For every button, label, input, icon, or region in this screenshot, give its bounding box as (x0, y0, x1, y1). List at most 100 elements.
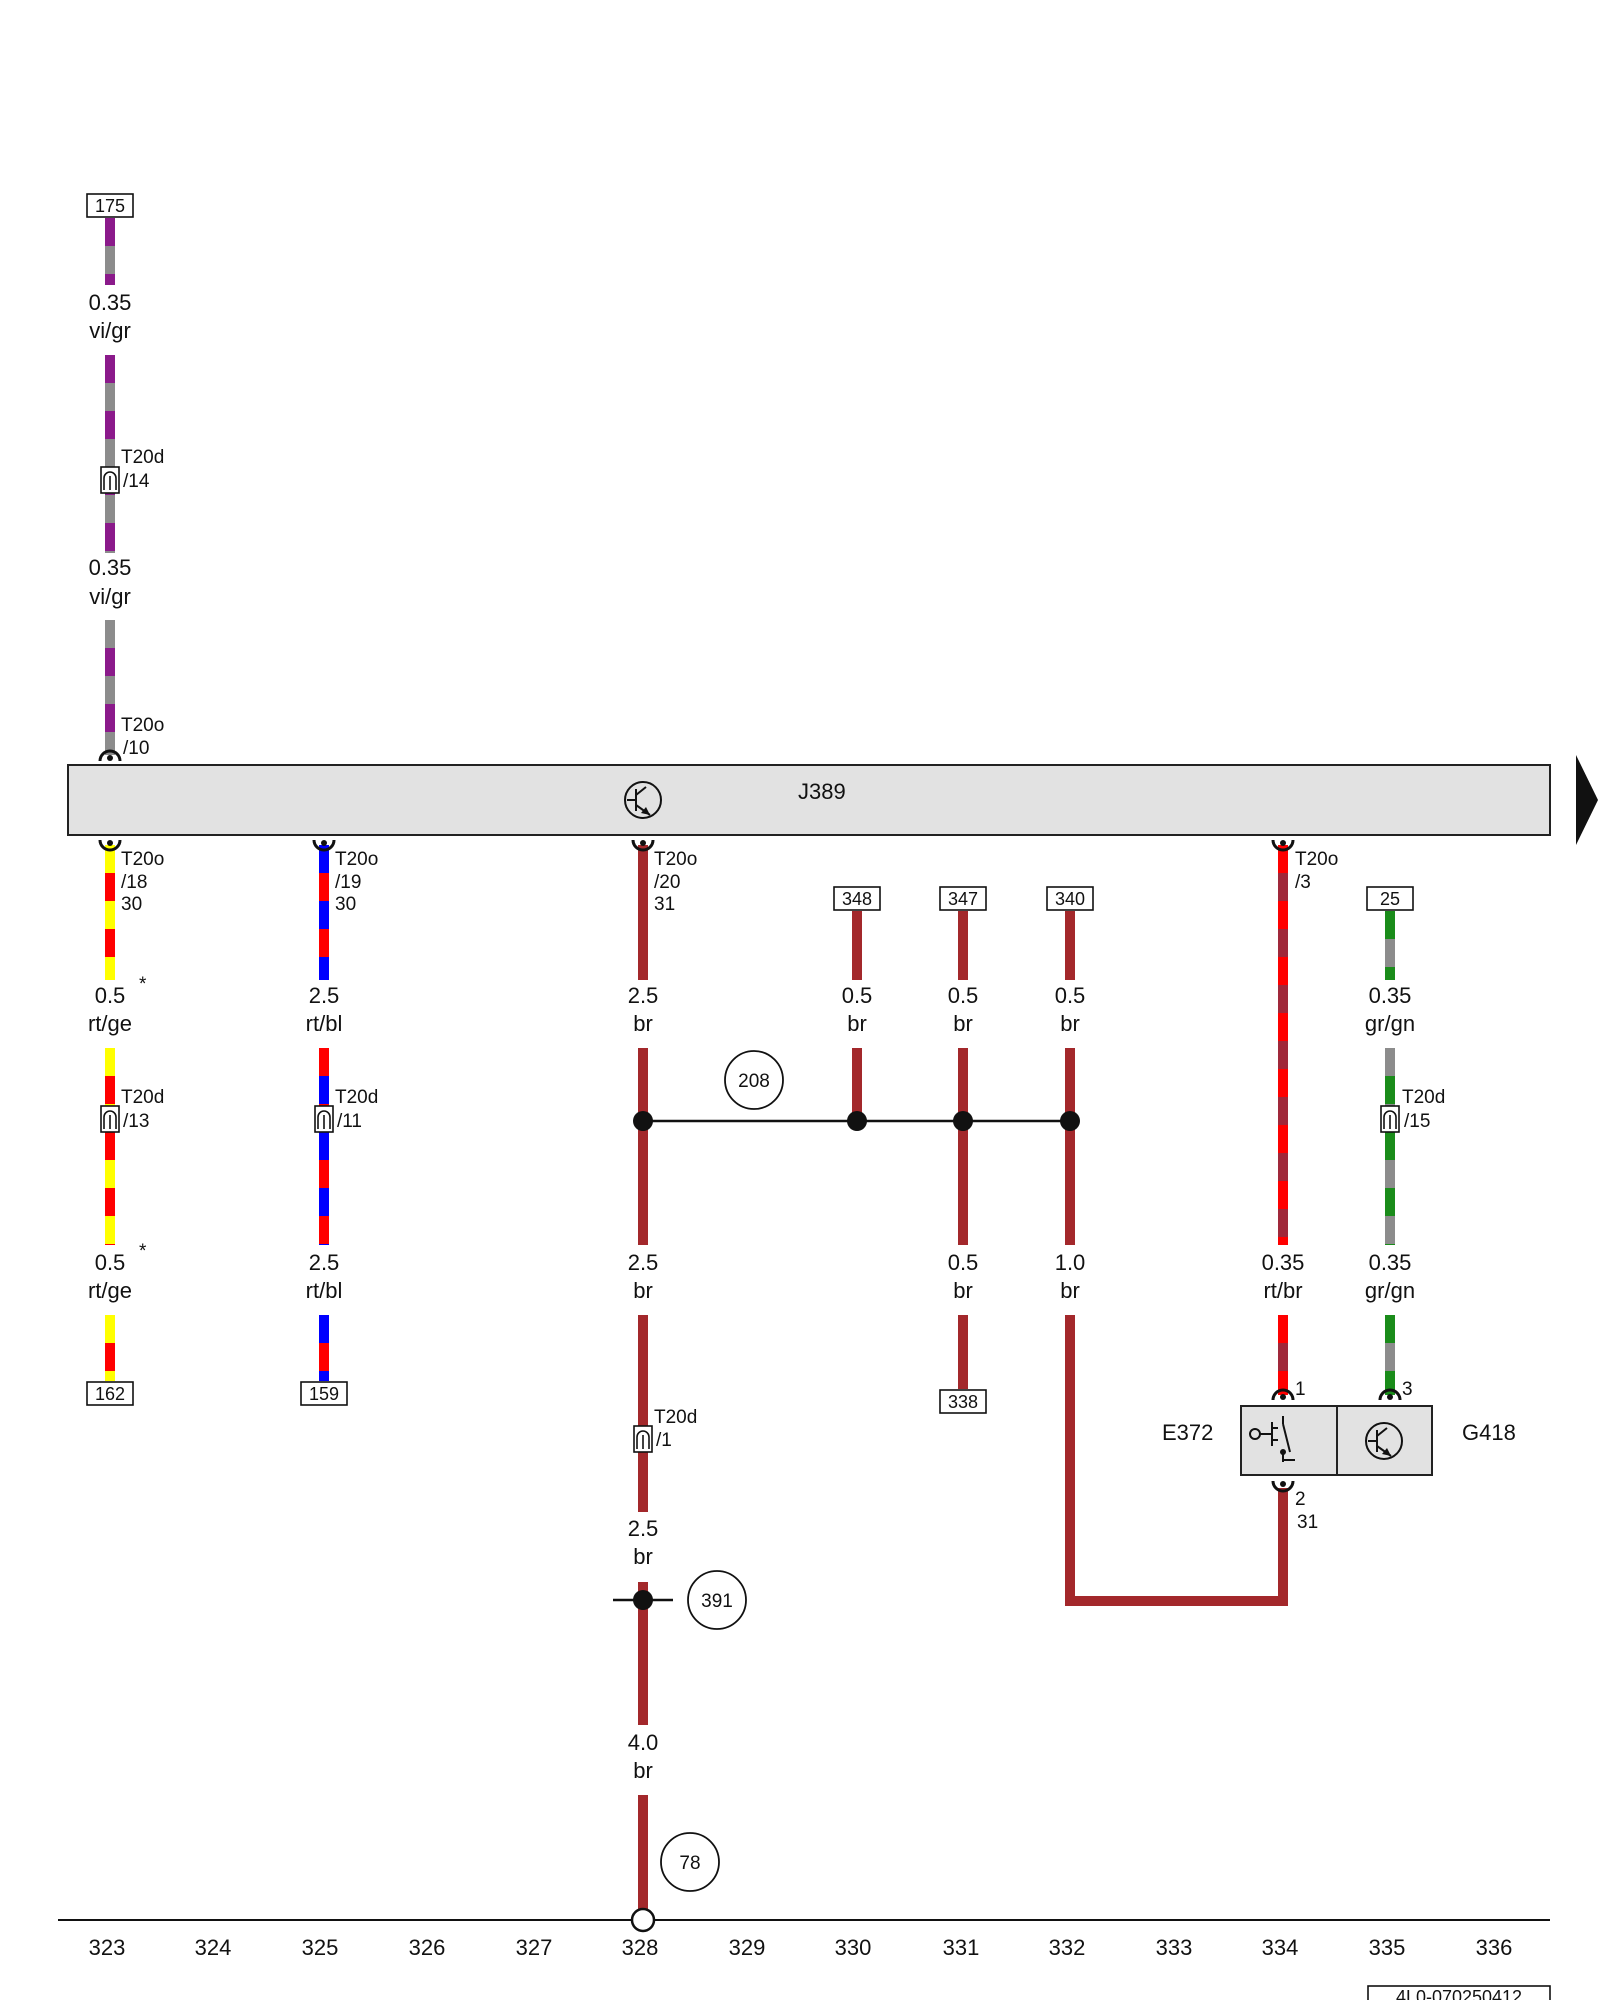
wire-size-label: 0.5 (948, 983, 979, 1008)
wire-size-label: 0.35 (1262, 1250, 1305, 1275)
pin-label: 31 (1297, 1512, 1318, 1533)
wire-color-label: rt/bl (306, 1278, 343, 1303)
wire-segment (105, 439, 115, 467)
wire-segment (1065, 1596, 1288, 1606)
wire-color-label: br (953, 1011, 973, 1036)
column-number: 329 (729, 1935, 766, 1960)
wire-size-label: 2.5 (628, 983, 659, 1008)
column-number: 327 (516, 1935, 553, 1960)
column-number: 336 (1476, 1935, 1513, 1960)
wire-segment (1385, 1371, 1395, 1395)
connector-label: T20o (335, 849, 378, 870)
wire-segment (105, 1160, 115, 1188)
ref-box-338[interactable]: 338 (939, 1389, 987, 1414)
wire-segment (105, 732, 115, 755)
document-id-text: 4L0-070250412 (1396, 1987, 1522, 2000)
wire-segment (1278, 1371, 1288, 1395)
circle-ref-208[interactable]: 208 (724, 1050, 784, 1110)
column-number: 324 (195, 1935, 232, 1960)
wire-size-label: 0.35 (1369, 983, 1412, 1008)
wire-segment (1385, 1315, 1395, 1343)
wire-segment (1278, 1125, 1288, 1153)
pin-label: 1 (1295, 1379, 1306, 1400)
pin-label: 2 (1295, 1489, 1306, 1510)
ref-box-347-text: 347 (948, 889, 978, 909)
wire-segment (958, 911, 968, 980)
note-star: * (139, 1241, 147, 1262)
wire-segment (1278, 1097, 1288, 1125)
ref-box-347[interactable]: 347 (939, 886, 987, 911)
connector-label: T20d (654, 1407, 697, 1428)
wire-size-label: 0.5 (842, 983, 873, 1008)
continue-arrow-icon[interactable] (1576, 755, 1598, 845)
wire-color-label: vi/gr (89, 318, 131, 343)
column-number: 335 (1369, 1935, 1406, 1960)
wire-segment (105, 929, 115, 957)
connector-label: /20 (654, 872, 680, 893)
junction-dot (1060, 1111, 1080, 1131)
ref-box-25[interactable]: 25 (1366, 886, 1414, 911)
junction-dot (847, 1111, 867, 1131)
wire-segment (1278, 1315, 1288, 1343)
wire-segment (105, 274, 115, 285)
connector-label: T20o (1295, 849, 1338, 870)
circle-ref-391[interactable]: 391 (687, 1570, 747, 1630)
ref-box-159[interactable]: 159 (300, 1381, 348, 1406)
ground-point (630, 1907, 656, 1933)
wire-color-label: br (633, 1758, 653, 1783)
wire-segment (105, 648, 115, 676)
connector-label: 30 (335, 894, 356, 915)
ref-box-348[interactable]: 348 (833, 886, 881, 911)
ref-box-175[interactable]: 175 (86, 193, 134, 218)
connector-label: T20d (121, 447, 164, 468)
wire-segment (319, 1132, 329, 1160)
wire-segment (319, 845, 329, 873)
wire-segment (105, 218, 115, 246)
wire-segment (105, 1315, 115, 1343)
wire-size-label: 0.35 (1369, 1250, 1412, 1275)
wire-segment (319, 1216, 329, 1244)
wire-segment (1385, 939, 1395, 967)
ref-box-340-text: 340 (1055, 889, 1085, 909)
wire-size-label: 2.5 (628, 1516, 659, 1541)
ref-box-340[interactable]: 340 (1046, 886, 1094, 911)
connector-label: T20d (335, 1087, 378, 1108)
wire-segment (1278, 1013, 1288, 1041)
wire-segment (1065, 911, 1075, 980)
wire-color-label: br (1060, 1278, 1080, 1303)
connector-label: T20d (1402, 1087, 1445, 1108)
connector-label: T20o (654, 849, 697, 870)
wire-segment (638, 1795, 648, 1910)
wire-color-label: rt/bl (306, 1011, 343, 1036)
pin-3 (1378, 1388, 1402, 1401)
column-number: 330 (835, 1935, 872, 1960)
wire-color-label: vi/gr (89, 584, 131, 609)
wire-segment (1278, 929, 1288, 957)
component-e372-g418[interactable] (1240, 1405, 1433, 1476)
junction-391 (613, 1590, 673, 1610)
pin-t20o-3 (1271, 839, 1295, 852)
wire-color-label: br (953, 1278, 973, 1303)
connector-label: /1 (656, 1430, 672, 1451)
wire-segment (1278, 1069, 1288, 1097)
wire-segment (852, 911, 862, 980)
wire-color-label: br (633, 1011, 653, 1036)
wire-segment (1385, 1132, 1395, 1160)
wire-color-label: gr/gn (1365, 1278, 1415, 1303)
wire-segment (638, 1048, 648, 1245)
connector-label: /10 (123, 738, 149, 759)
wire-segment (1385, 1244, 1395, 1245)
control-unit-j389[interactable]: J389 (67, 764, 1551, 836)
circle-ref-78[interactable]: 78 (660, 1832, 720, 1892)
wire-segment (319, 1188, 329, 1216)
wire-segment (1385, 1076, 1395, 1104)
ref-box-162[interactable]: 162 (86, 1381, 134, 1406)
wire-segment (105, 901, 115, 929)
document-id: 4L0-070250412 (1367, 1985, 1551, 2000)
control-unit-label: J389 (798, 779, 846, 804)
wire-size-label: 2.5 (628, 1250, 659, 1275)
column-number: 328 (622, 1935, 659, 1960)
wire-segment (105, 411, 115, 439)
wire-color-label: br (633, 1544, 653, 1569)
wire-segment (1278, 1237, 1288, 1245)
